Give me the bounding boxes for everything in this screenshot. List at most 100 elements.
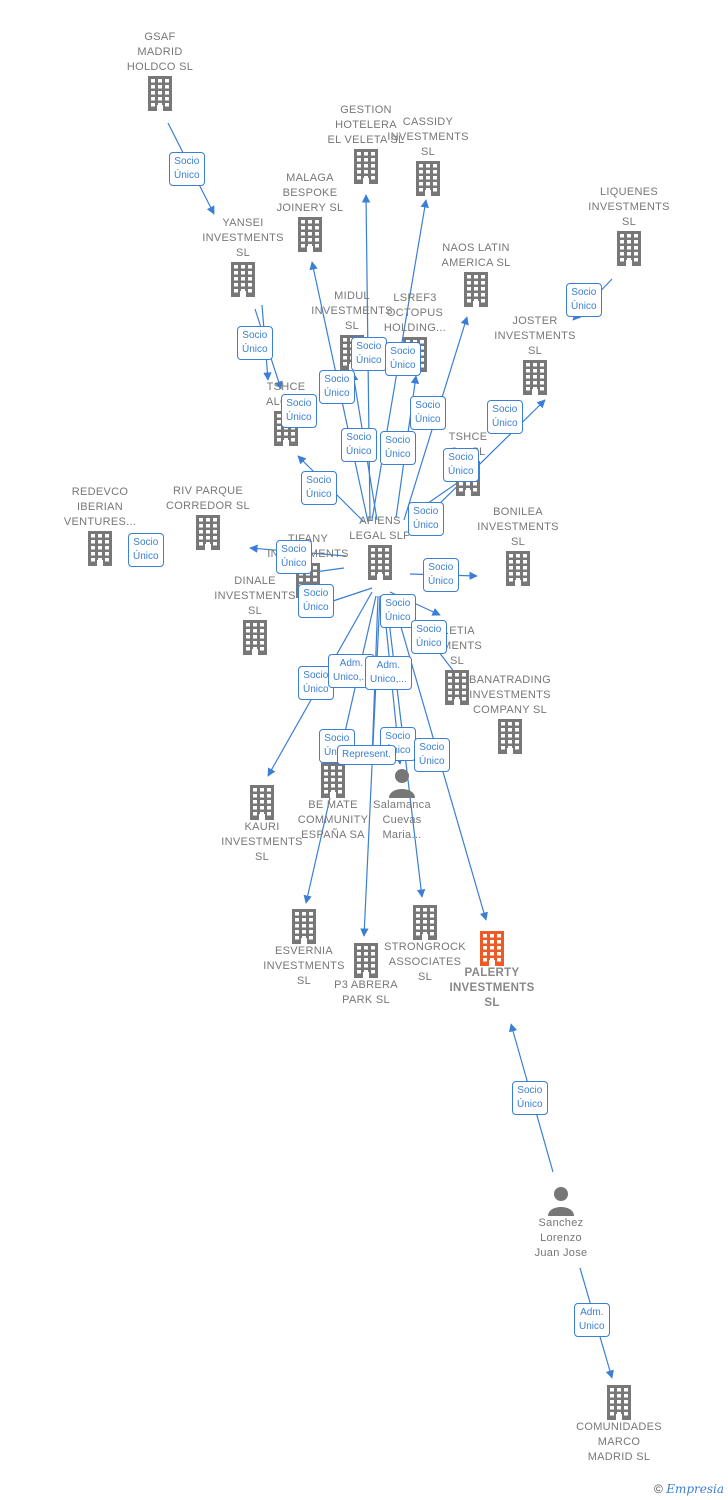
badge-text: Socio	[492, 404, 518, 415]
node-label-line: INVESTMENTS	[449, 982, 535, 994]
node-label-line: Juan Jose	[534, 1247, 588, 1259]
building-icon	[564, 1384, 674, 1420]
node-label-line: INVESTMENTS	[214, 590, 296, 602]
relation-badge[interactable]: Represent.	[337, 745, 396, 765]
badge-text: Socio	[356, 341, 382, 352]
company-node[interactable]: DINALE INVESTMENTS SL	[200, 574, 310, 655]
node-label-line: COMMUNITY	[297, 814, 369, 826]
badge-text: Socio	[385, 435, 411, 446]
node-label-line: LSREF3	[393, 292, 437, 304]
building-icon	[480, 359, 590, 395]
badge-text: Socio	[517, 1085, 543, 1096]
building-icon	[200, 619, 310, 655]
person-icon	[347, 768, 457, 798]
node-label-line: ...ETIA	[439, 625, 475, 637]
node-label-line: JOSTER	[512, 315, 558, 327]
building-icon	[402, 669, 512, 705]
node-label-line: ESPAÑA SA	[301, 829, 365, 841]
badge-text: Socio	[385, 598, 411, 609]
node-label-line: REDEVCO	[71, 486, 129, 498]
badge-text: Socio	[390, 346, 416, 357]
badge-text: Socio	[242, 330, 268, 341]
node-label-line: SL	[247, 605, 263, 617]
node-label-line: KAURI	[244, 821, 280, 833]
relation-badge[interactable]: Adm.Unico	[574, 1303, 610, 1337]
node-label-line: INVESTMENTS	[221, 836, 303, 848]
node-label-line: RIV PARQUE	[172, 485, 244, 497]
building-icon	[45, 530, 155, 566]
badge-text: Único	[356, 355, 382, 366]
building-icon	[105, 75, 215, 111]
badge-text: Adm.	[376, 660, 401, 671]
node-label-line: Maria...	[382, 829, 422, 841]
relation-badge[interactable]: Adm.Unico,...	[365, 656, 412, 690]
badge-text: Socio	[324, 374, 350, 385]
badge-text: Único	[242, 344, 268, 355]
node-label-line: BANATRADING	[469, 674, 551, 686]
node-label-line: SL	[417, 971, 433, 983]
node-label-line: P3 ABRERA	[334, 979, 398, 991]
empresia-logo[interactable]: Empresia	[666, 1482, 724, 1496]
building-icon	[249, 908, 359, 944]
node-label-line: AFIENS	[359, 515, 401, 527]
node-label-line: INVESTMENTS	[263, 960, 345, 972]
badge-text: Único	[390, 360, 416, 371]
node-label-line: DINALE	[234, 575, 276, 587]
node-label-line: OCTOPUS	[386, 307, 444, 319]
node-label-line: COMPANY SL	[472, 704, 548, 716]
node-label-line: INVESTMENTS	[477, 521, 559, 533]
relation-edge	[427, 399, 546, 516]
badge-text: Socio	[428, 562, 454, 573]
badge-text: Único	[413, 520, 439, 531]
node-label-line: MADRID SL	[587, 1451, 651, 1463]
badge-text: Único	[571, 301, 597, 312]
badge-text: Socio	[303, 670, 329, 681]
node-label-line: SL	[344, 320, 360, 332]
